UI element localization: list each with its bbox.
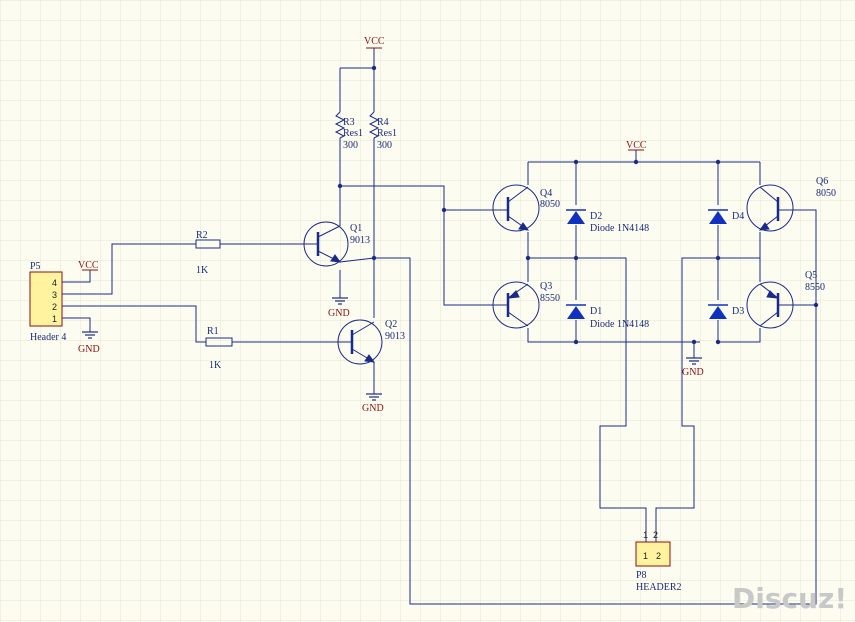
junctions <box>337 65 819 345</box>
vcc-label: VCC <box>364 36 385 47</box>
p8-pin-label: 2 <box>653 530 658 540</box>
transistor-q6: Q6 8050 <box>746 176 836 232</box>
header-p8: 1 2 1 2 P8 HEADER2 <box>635 530 682 593</box>
r4-ref: R4 <box>377 117 389 128</box>
q6-ref: Q6 <box>816 176 828 187</box>
resistor-r4: R4 Res1 300 <box>368 111 397 151</box>
vcc-symbol-top: VCC <box>364 36 385 49</box>
gnd-symbol-header: GND <box>78 325 100 355</box>
q2-ref: Q2 <box>385 319 397 330</box>
p5-pin-label: 1 <box>52 314 57 324</box>
d2-part: Diode 1N4148 <box>590 223 649 234</box>
p8-pin-label: 1 <box>643 530 648 540</box>
transistor-q4: Q4 8050 <box>492 184 560 232</box>
vcc-label: VCC <box>626 140 647 151</box>
q3-part: 8550 <box>540 293 560 304</box>
gnd-label: GND <box>682 367 704 378</box>
r3-ref: R3 <box>343 117 355 128</box>
r4-type: Res1 <box>377 128 397 139</box>
wires <box>62 48 817 605</box>
gnd-label: GND <box>362 403 384 414</box>
d2-ref: D2 <box>590 211 602 222</box>
diode-d3: D3 <box>708 304 744 319</box>
q5-part: 8550 <box>805 282 825 293</box>
transistor-q2: Q2 9013 <box>337 319 405 365</box>
p8-pin-label: 2 <box>656 551 661 561</box>
q6-part: 8050 <box>816 188 836 199</box>
q4-part: 8050 <box>540 199 560 210</box>
header-p5: 4 3 2 1 P5 Header 4 <box>29 261 66 343</box>
q1-ref: Q1 <box>350 223 362 234</box>
gnd-symbol-q1: GND <box>328 291 350 319</box>
p8-pin-label: 1 <box>643 551 648 561</box>
resistor-r2: R2 1K <box>195 230 221 276</box>
gnd-symbol-bridge: GND <box>682 351 704 378</box>
r1-value: 1K <box>209 360 222 371</box>
transistor-q5: Q5 8550 <box>746 270 825 329</box>
diode-d2: D2 Diode 1N4148 <box>566 209 649 234</box>
q3-ref: Q3 <box>540 281 552 292</box>
r4-value: 300 <box>377 140 392 151</box>
r2-ref: R2 <box>196 230 208 241</box>
p5-pin-label: 2 <box>52 302 57 312</box>
d3-ref: D3 <box>732 306 744 317</box>
q2-part: 9013 <box>385 331 405 342</box>
r2-value: 1K <box>196 265 209 276</box>
q1-part: 9013 <box>350 235 370 246</box>
gnd-label: GND <box>328 308 350 319</box>
resistor-r1: R1 1K <box>205 326 233 371</box>
p5-pin-label: 4 <box>52 278 57 288</box>
resistor-r3: R3 Res1 300 <box>334 111 363 151</box>
q5-ref: Q5 <box>805 270 817 281</box>
watermark: Discuz! <box>732 582 847 615</box>
q4-ref: Q4 <box>540 188 552 199</box>
r3-type: Res1 <box>343 128 363 139</box>
p5-name: Header 4 <box>30 332 66 343</box>
diode-d4: D4 <box>708 209 744 224</box>
r3-value: 300 <box>343 140 358 151</box>
d1-ref: D1 <box>590 306 602 317</box>
p8-name: HEADER2 <box>636 582 682 593</box>
vcc-symbol-header: VCC <box>78 260 99 271</box>
vcc-label: VCC <box>78 260 99 271</box>
d4-ref: D4 <box>732 211 744 222</box>
d1-part: Diode 1N4148 <box>590 319 649 330</box>
r1-ref: R1 <box>207 326 219 337</box>
transistor-q1: Q1 9013 <box>303 221 370 267</box>
gnd-symbol-q2: GND <box>362 387 384 414</box>
diode-d1: D1 Diode 1N4148 <box>566 304 649 330</box>
gnd-label: GND <box>78 344 100 355</box>
p8-ref: P8 <box>636 570 647 581</box>
p5-ref: P5 <box>30 261 41 272</box>
vcc-symbol-bridge: VCC <box>626 140 647 151</box>
p5-pin-label: 3 <box>52 290 57 300</box>
transistor-q3: Q3 8550 <box>492 281 560 329</box>
